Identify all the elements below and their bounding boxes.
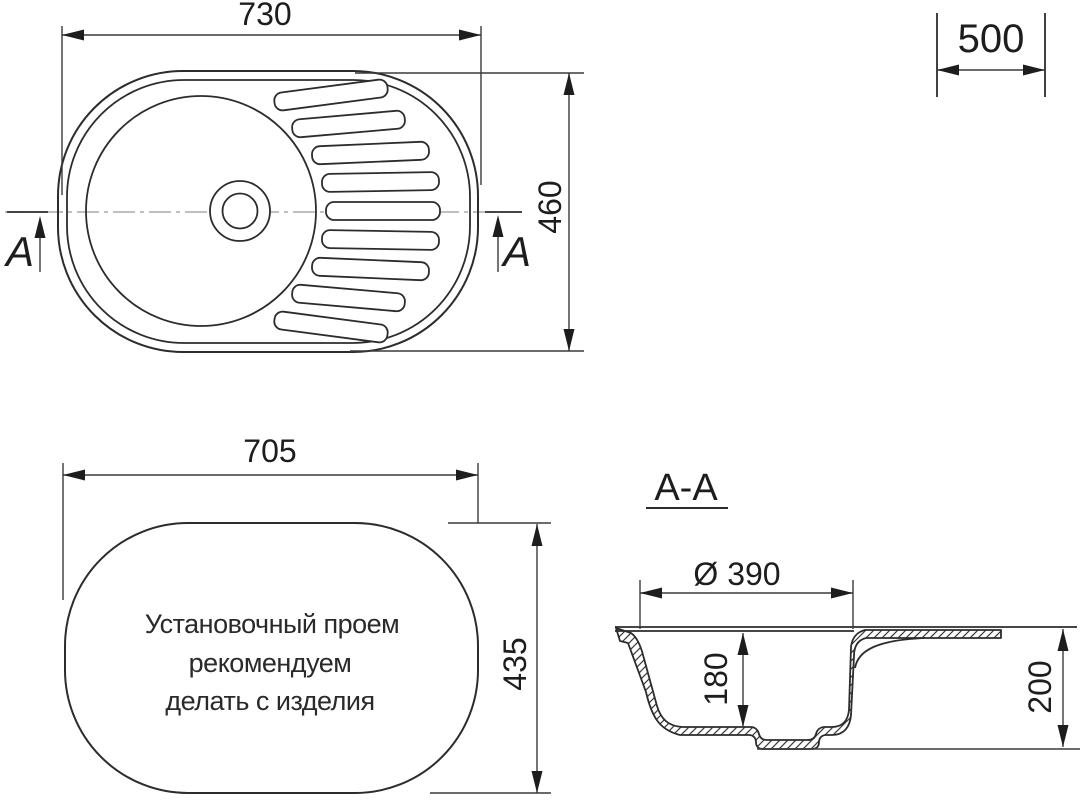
section-arrow-up bbox=[492, 215, 504, 237]
section-material-shell bbox=[615, 627, 1002, 750]
arrowhead-left bbox=[640, 587, 662, 599]
dimension-705: 705 bbox=[62, 433, 479, 600]
section-view-title: A-A bbox=[654, 467, 718, 509]
rib-slot bbox=[273, 310, 389, 344]
dimension-180: 180 bbox=[698, 633, 749, 727]
dimension-435: 435 bbox=[430, 522, 551, 794]
drain-inner-circle bbox=[221, 192, 259, 230]
rib-slot bbox=[325, 201, 441, 221]
dim-label-500: 500 bbox=[958, 17, 1025, 61]
rib-slot bbox=[311, 256, 430, 282]
arrowhead-right bbox=[459, 29, 481, 41]
arrowhead-up bbox=[531, 524, 543, 546]
dim-label-diameter: Ø 390 bbox=[693, 556, 780, 592]
section-letter-left: A bbox=[3, 228, 34, 275]
dim-label-460: 460 bbox=[532, 180, 568, 233]
section-view: A-A Ø 390 180 bbox=[615, 467, 1080, 750]
cutout-view: Установочный проем рекомендуем делать с … bbox=[62, 433, 551, 794]
cutout-note-line3: делать с изделия bbox=[165, 686, 374, 716]
top-view: 730 460 A A bbox=[3, 0, 584, 353]
arrowhead-left bbox=[937, 64, 959, 76]
rib-slot bbox=[321, 229, 440, 251]
dimension-390: Ø 390 bbox=[639, 556, 854, 629]
section-arrow-up bbox=[34, 216, 46, 238]
dim-label-705: 705 bbox=[243, 433, 296, 469]
bowl-outline bbox=[85, 95, 317, 327]
rib-slot bbox=[273, 78, 389, 112]
section-marker-right: A bbox=[485, 211, 531, 275]
section-marker-left: A bbox=[3, 211, 48, 275]
dimension-460: 460 bbox=[350, 72, 584, 352]
arrowhead-right bbox=[456, 469, 478, 481]
arrowhead-right bbox=[1023, 64, 1045, 76]
arrowhead-up bbox=[1057, 629, 1069, 651]
sink-inner-rim bbox=[66, 79, 471, 344]
dimension-200: 200 bbox=[757, 629, 1080, 750]
arrowhead-left bbox=[62, 29, 84, 41]
drainboard-ribs bbox=[273, 78, 441, 344]
section-letter-right: A bbox=[500, 228, 531, 275]
arrowhead-down bbox=[531, 771, 543, 793]
dim-label-435: 435 bbox=[497, 637, 533, 690]
rib-slot bbox=[311, 140, 430, 166]
arrowhead-up bbox=[737, 633, 749, 655]
dim-label-180: 180 bbox=[698, 652, 734, 705]
arrowhead-left bbox=[63, 469, 85, 481]
arrowhead-up bbox=[563, 73, 575, 95]
dim-label-200: 200 bbox=[1022, 660, 1058, 713]
arrowhead-down bbox=[737, 705, 749, 727]
arrowhead-down bbox=[563, 329, 575, 351]
bowl-fillet-curve bbox=[854, 637, 926, 669]
arrowhead-down bbox=[1057, 725, 1069, 747]
rib-slot bbox=[291, 283, 406, 313]
cutout-note-line2: рекомендуем bbox=[189, 648, 352, 678]
rib-slot bbox=[321, 171, 440, 193]
cabinet-width-dimension: 500 bbox=[936, 13, 1046, 97]
rib-slot bbox=[291, 109, 406, 139]
cutout-outline bbox=[64, 522, 479, 794]
sink-outer-outline bbox=[57, 70, 479, 353]
arrowhead-right bbox=[831, 587, 853, 599]
dimension-730: 730 bbox=[61, 0, 482, 195]
cutout-note-line1: Установочный проем bbox=[145, 609, 400, 639]
dim-label-730: 730 bbox=[238, 0, 291, 32]
